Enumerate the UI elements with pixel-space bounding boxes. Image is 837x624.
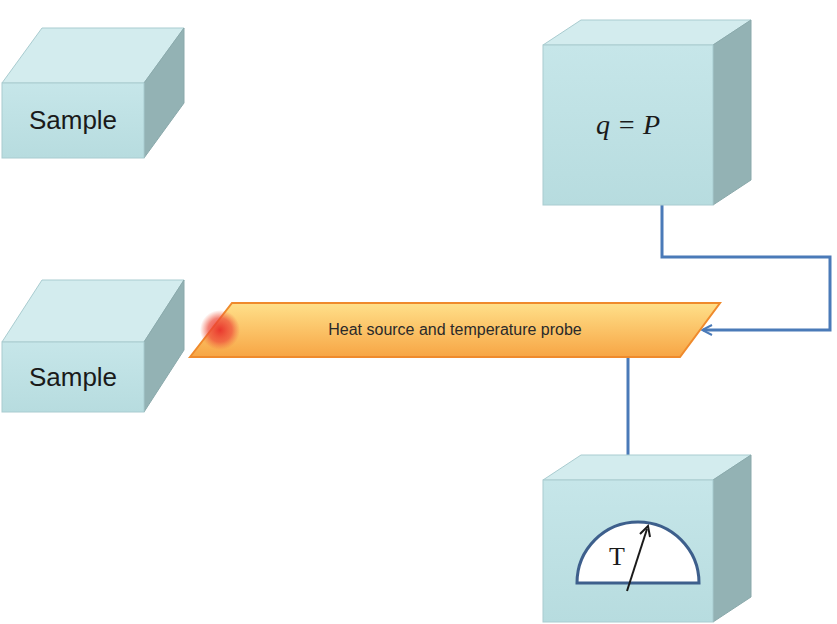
power-source-box: q = P <box>543 20 751 205</box>
thermometer-box: T <box>543 455 751 622</box>
probe-banner: Heat source and temperature probe <box>190 303 720 357</box>
box-outline <box>2 28 184 158</box>
sample-box: Sample <box>2 280 184 412</box>
node-label: Sample <box>2 342 144 412</box>
box-outline <box>2 280 184 412</box>
node-label: Sample <box>2 83 144 158</box>
node-label: T <box>605 541 629 573</box>
node-label: Heat source and temperature probe <box>245 303 665 357</box>
gauge-outline <box>543 455 751 622</box>
sample-box: Sample <box>2 28 184 158</box>
node-label: q = P <box>543 45 713 205</box>
